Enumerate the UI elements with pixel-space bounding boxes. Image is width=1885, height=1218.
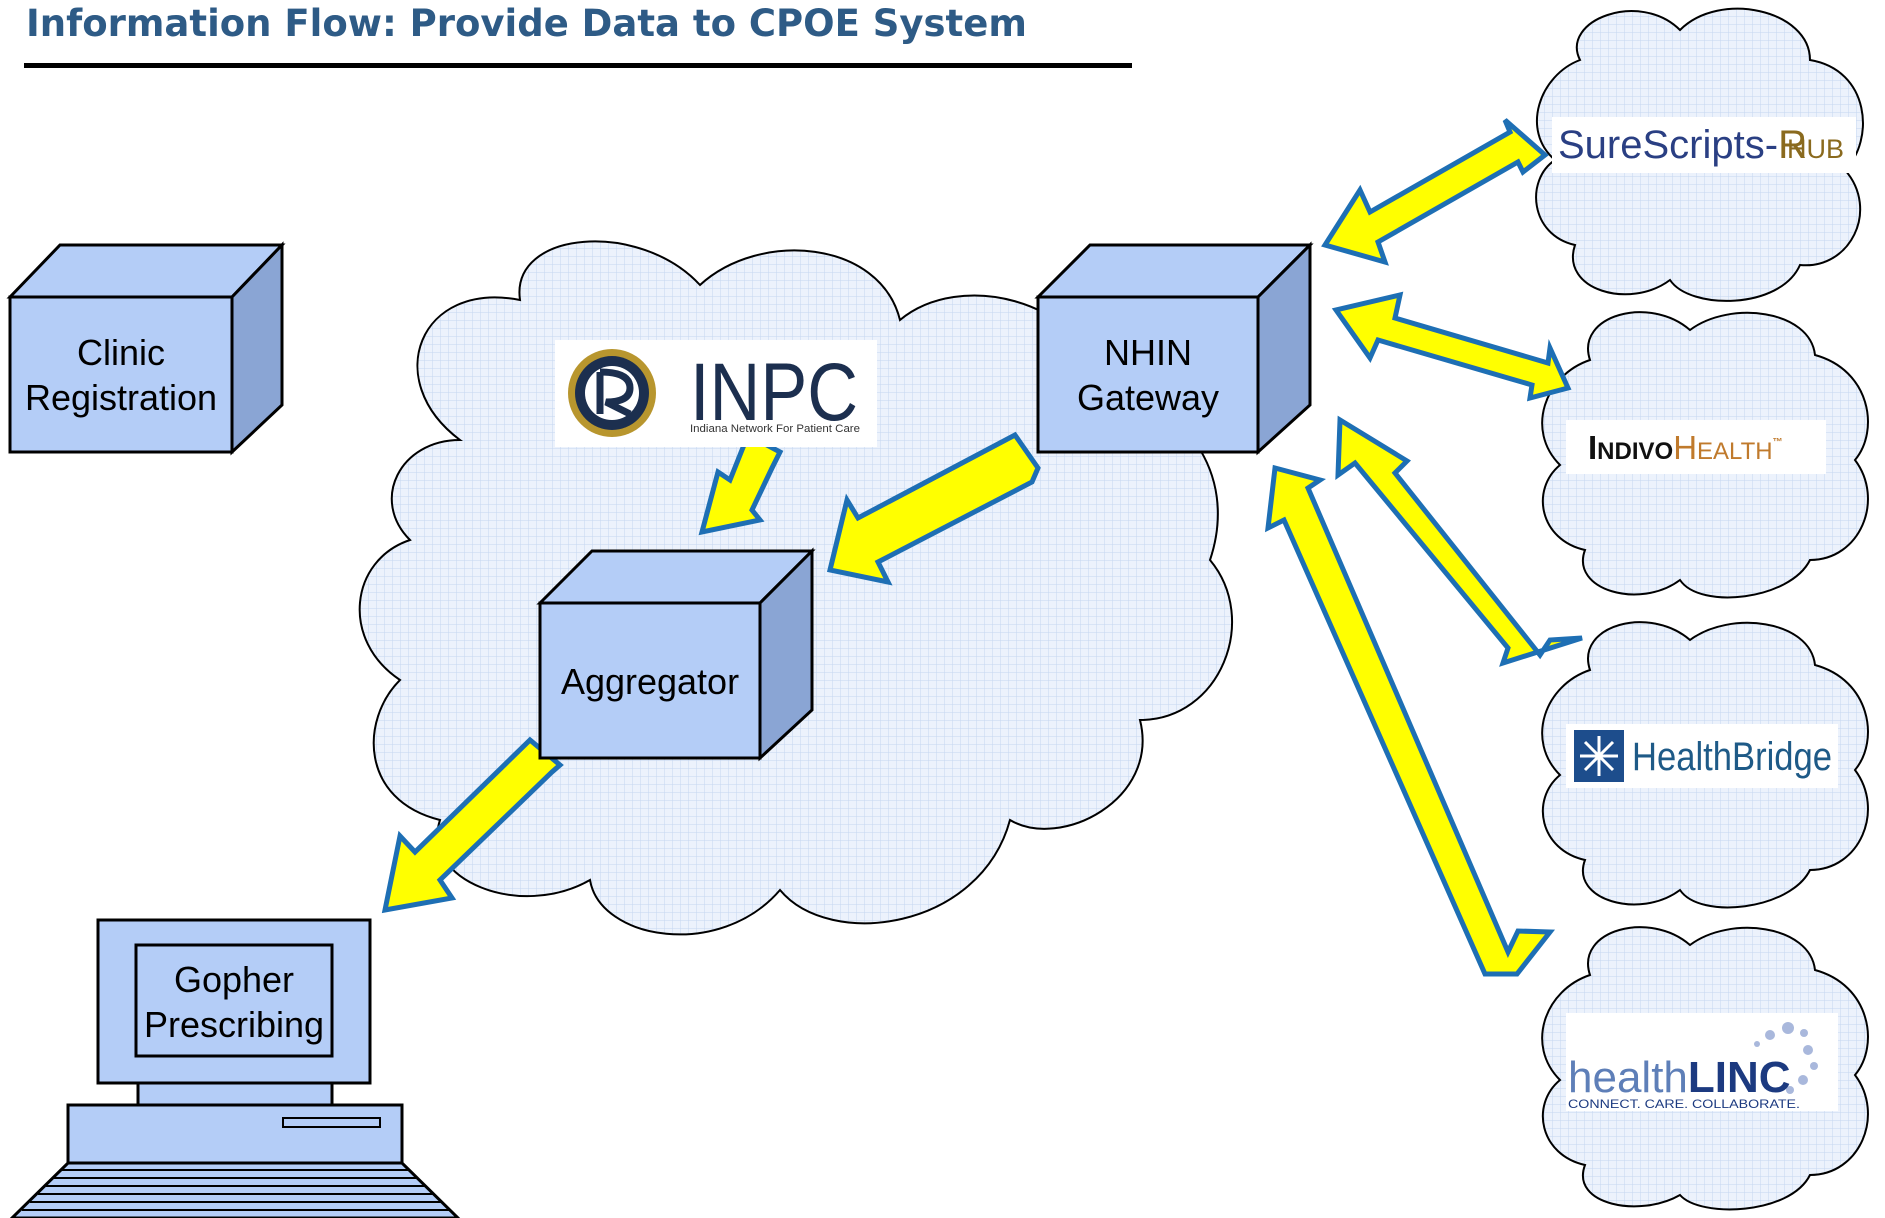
indivo-wordmark: NDIVO [1597,438,1673,465]
clinic-registration-box: Clinic Registration [6,241,286,456]
monitor-neck [136,1081,334,1107]
inpc-wordmark: INPC [690,347,858,438]
health-wordmark: EALTH [1697,438,1773,465]
nhin-gateway-box: NHIN Gateway [1034,241,1314,456]
healthbridge-wordmark: HealthBridge [1632,735,1832,779]
svg-text:INDIVOHEALTH™: INDIVOHEALTH™ [1588,429,1783,466]
nhin-gateway-label-line2: Gateway [1077,377,1219,418]
healthlinc-tagline: CONNECT. CARE. COLLABORATE. [1568,1097,1800,1111]
arrow-gateway-to-aggregator [826,431,1041,586]
drive-slot [282,1117,381,1128]
arrow-aggregator-to-gopher [381,736,564,914]
arrow-healthbridge-to-gateway [1335,415,1583,667]
healthlinc-linc: LINC [1688,1053,1791,1102]
svg-text:healthLINC: healthLINC [1568,1053,1791,1102]
healthlinc-logo: healthLINC CONNECT. CARE. COLLABORATE. [1566,1013,1838,1111]
healthlinc-dots-icon [1754,1022,1818,1094]
monitor-screen [134,943,334,1058]
indivo-initial: I [1588,429,1597,466]
healthlinc-health: health [1568,1053,1688,1102]
page-title: Information Flow: Provide Data to CPOE S… [26,2,1027,45]
title-underline [24,63,1132,68]
nhin-gateway-label-line1: NHIN [1104,332,1192,373]
inpc-logo: INPC Indiana Network For Patient Care [555,340,877,447]
arrow-surescripts-to-gateway [1321,118,1549,266]
aggregator-box: Aggregator [536,547,816,762]
healthbridge-logo: HealthBridge [1566,724,1838,788]
arrow-indivo-to-gateway [1331,291,1572,402]
aggregator-label: Aggregator [561,661,739,702]
svg-text:SureScripts-R: SureScripts-R [1558,123,1807,167]
computer-base [66,1103,404,1165]
inpc-tagline: Indiana Network For Patient Care [690,423,860,435]
gopher-label-line1: Gopher [174,959,294,1000]
surescripts-wordmark: SureScripts- [1558,123,1778,167]
rx-icon: R [1778,123,1807,167]
clinic-registration-label-line1: Clinic [77,332,165,373]
gopher-label-line2: Prescribing [144,1004,324,1045]
health-initial: H [1673,429,1697,466]
keyboard [9,1161,461,1218]
trademark-mark: ™ [1773,437,1783,448]
clinic-registration-label-line2: Registration [25,377,217,418]
arrow-healthlinc-to-gateway [1264,464,1556,977]
hub-wordmark: HUB [1787,134,1844,164]
surescripts-logo: SureScripts-R HUB [1552,117,1856,173]
arrow-inpc-to-aggregator [698,431,784,536]
gopher-prescribing-computer: Gopher Prescribing [9,918,461,1218]
indivohealth-logo: INDIVOHEALTH™ [1566,420,1826,474]
